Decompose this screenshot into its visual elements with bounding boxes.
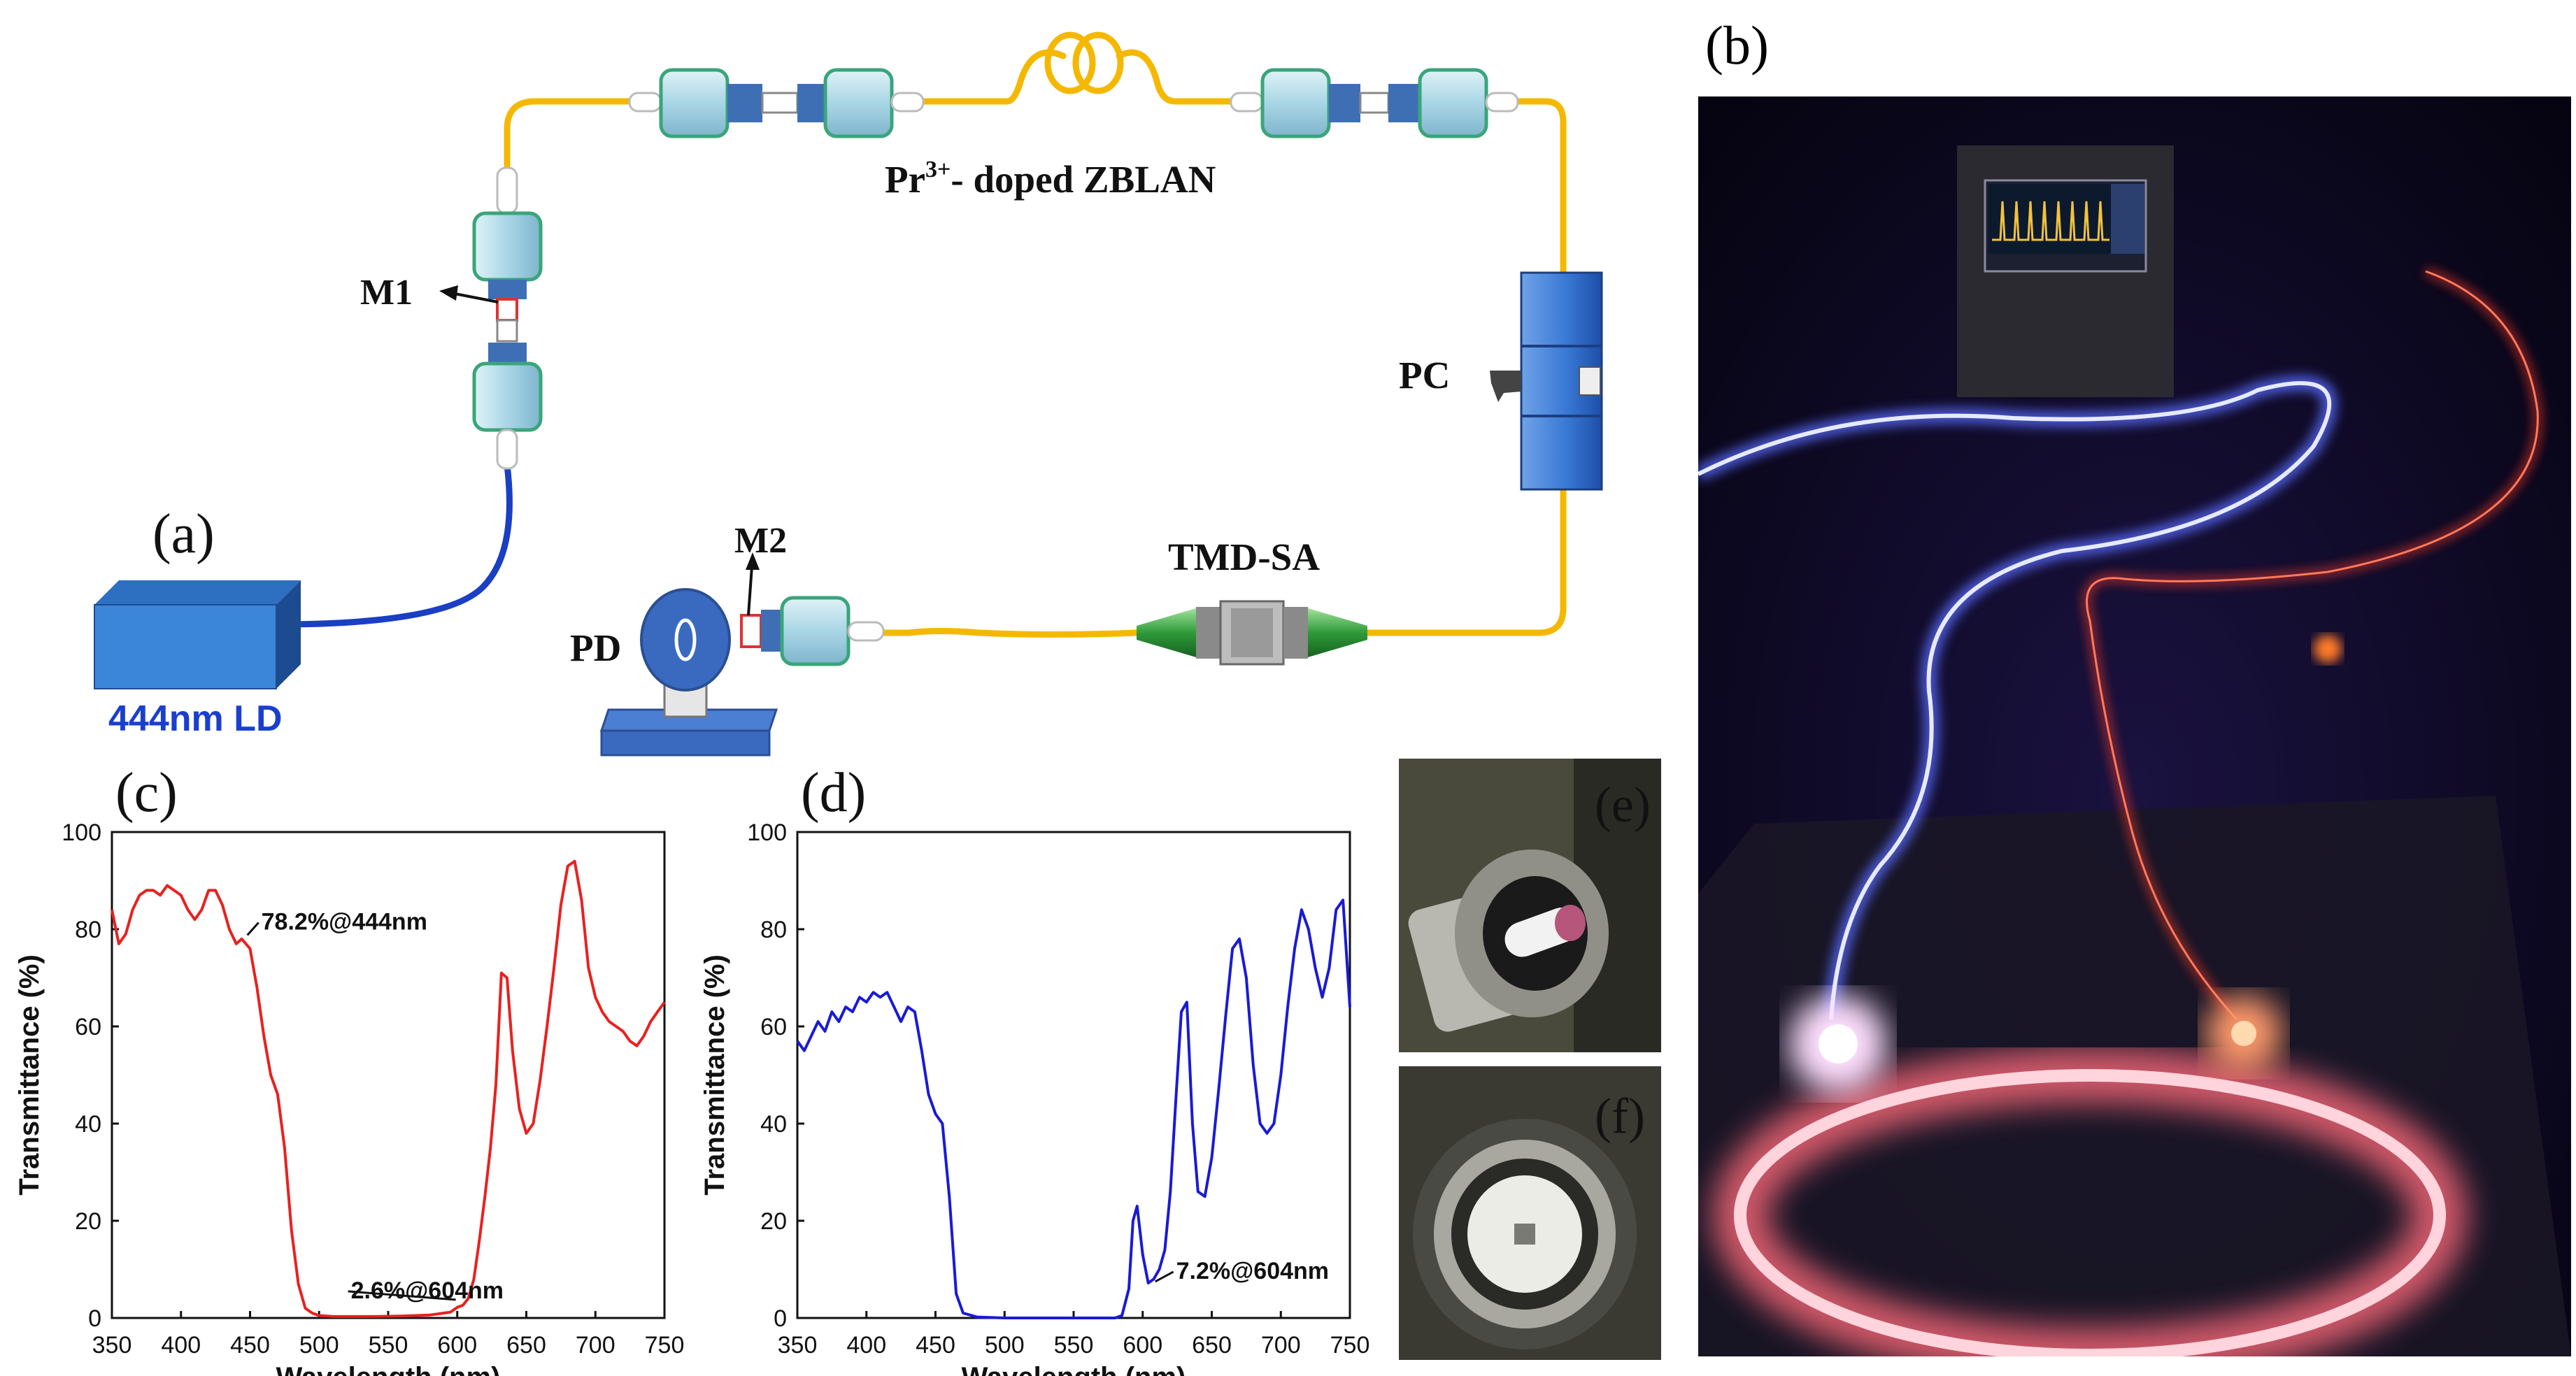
oscilloscope [1957, 145, 2174, 397]
x-axis-label: Wavelength (nm) [276, 1362, 501, 1376]
collimator-pair-top-right [1230, 68, 1519, 138]
connector-photo-f: (f) [1399, 1066, 1661, 1360]
tmd-sa-connector [1137, 600, 1367, 666]
y-tick-label: 80 [75, 917, 101, 943]
annotation-label: 78.2%@444nm [262, 909, 427, 936]
y-tick-label: 40 [75, 1111, 101, 1138]
x-tick-label: 700 [576, 1332, 615, 1359]
y-tick-label: 20 [75, 1208, 101, 1235]
panel-b-label: (b) [1705, 15, 1769, 76]
y-tick-label: 60 [760, 1014, 787, 1040]
setup-schematic: M1 Pr3+- doped ZBLAN PC TMD-SA M2 [94, 31, 1603, 757]
collimator-pair-top-left [628, 68, 925, 138]
laser-diode-box [94, 580, 301, 689]
series-line [796, 898, 1351, 1319]
pd-label: PD [570, 626, 621, 669]
fiber-label: Pr3+- doped ZBLAN [885, 157, 1216, 201]
annotation-label: 7.2%@604nm [1176, 1258, 1329, 1284]
x-tick-label: 600 [437, 1332, 477, 1359]
annotation-arrow [246, 922, 259, 936]
fiber-loop [504, 31, 1567, 638]
x-tick-label: 400 [846, 1332, 886, 1359]
series-line [111, 859, 666, 1318]
pc-label: PC [1399, 354, 1450, 396]
laser-label: 444nm LD [108, 698, 283, 739]
pump-fiber [290, 461, 513, 628]
y-tick-label: 100 [747, 819, 787, 846]
x-tick-label: 400 [161, 1332, 201, 1359]
y-tick-label: 40 [760, 1111, 787, 1138]
m2-label: M2 [734, 521, 787, 561]
sa-label: TMD-SA [1168, 536, 1320, 578]
annotation-arrow [1154, 1270, 1174, 1283]
y-tick-label: 80 [760, 917, 787, 943]
y-axis-label: Transmittance (%) [699, 954, 730, 1196]
panel-e-label: (e) [1595, 777, 1651, 833]
panel-label: (c) [115, 762, 178, 824]
panel-label: (d) [801, 762, 866, 824]
connector-photo-e: (e) [1399, 759, 1661, 1052]
collimator-m2 [740, 596, 885, 666]
panel-b-label-wrap: (b) [1656, 0, 1769, 84]
y-tick-label: 20 [760, 1208, 787, 1235]
x-tick-label: 550 [369, 1332, 408, 1359]
x-tick-label: 650 [506, 1332, 546, 1359]
x-tick-label: 600 [1123, 1332, 1162, 1359]
polarization-controller [1490, 271, 1603, 491]
x-axis-label: Wavelength (nm) [962, 1362, 1186, 1376]
x-tick-label: 750 [645, 1332, 685, 1359]
x-tick-label: 550 [1054, 1332, 1094, 1359]
x-tick-label: 450 [230, 1332, 270, 1359]
collimator-pair-m1 [472, 166, 543, 470]
x-tick-label: 450 [916, 1332, 955, 1359]
x-tick-label: 350 [92, 1332, 132, 1359]
plot-frame [796, 831, 1351, 1319]
x-tick-label: 650 [1192, 1332, 1232, 1359]
chart-c: (c) 350 400 450 500 550 600 650 700 750 0 20 40 60 80 1… [14, 762, 685, 1376]
y-tick-label: 100 [62, 819, 101, 846]
y-tick-label: 60 [75, 1014, 101, 1040]
x-tick-label: 500 [299, 1332, 339, 1359]
panel-f-label: (f) [1595, 1088, 1645, 1144]
x-tick-label: 350 [778, 1332, 818, 1359]
y-tick-label: 0 [774, 1305, 787, 1332]
annotation-arrow [348, 1290, 456, 1301]
x-tick-label: 500 [985, 1332, 1025, 1359]
annotation-label: 2.6%@604nm [351, 1277, 504, 1304]
chart-d: (d) 350 400 450 500 550 600 650 700 750 0 20 40 60 80 1… [699, 762, 1370, 1376]
photodetector [599, 588, 778, 757]
y-tick-label: 0 [88, 1305, 101, 1332]
panel-a-label: (a) [152, 503, 215, 565]
y-axis-label: Transmittance (%) [14, 954, 45, 1196]
x-tick-label: 750 [1330, 1332, 1370, 1359]
setup-photo [1698, 96, 2571, 1356]
x-tick-label: 700 [1261, 1332, 1301, 1359]
m1-label: M1 [360, 273, 413, 313]
